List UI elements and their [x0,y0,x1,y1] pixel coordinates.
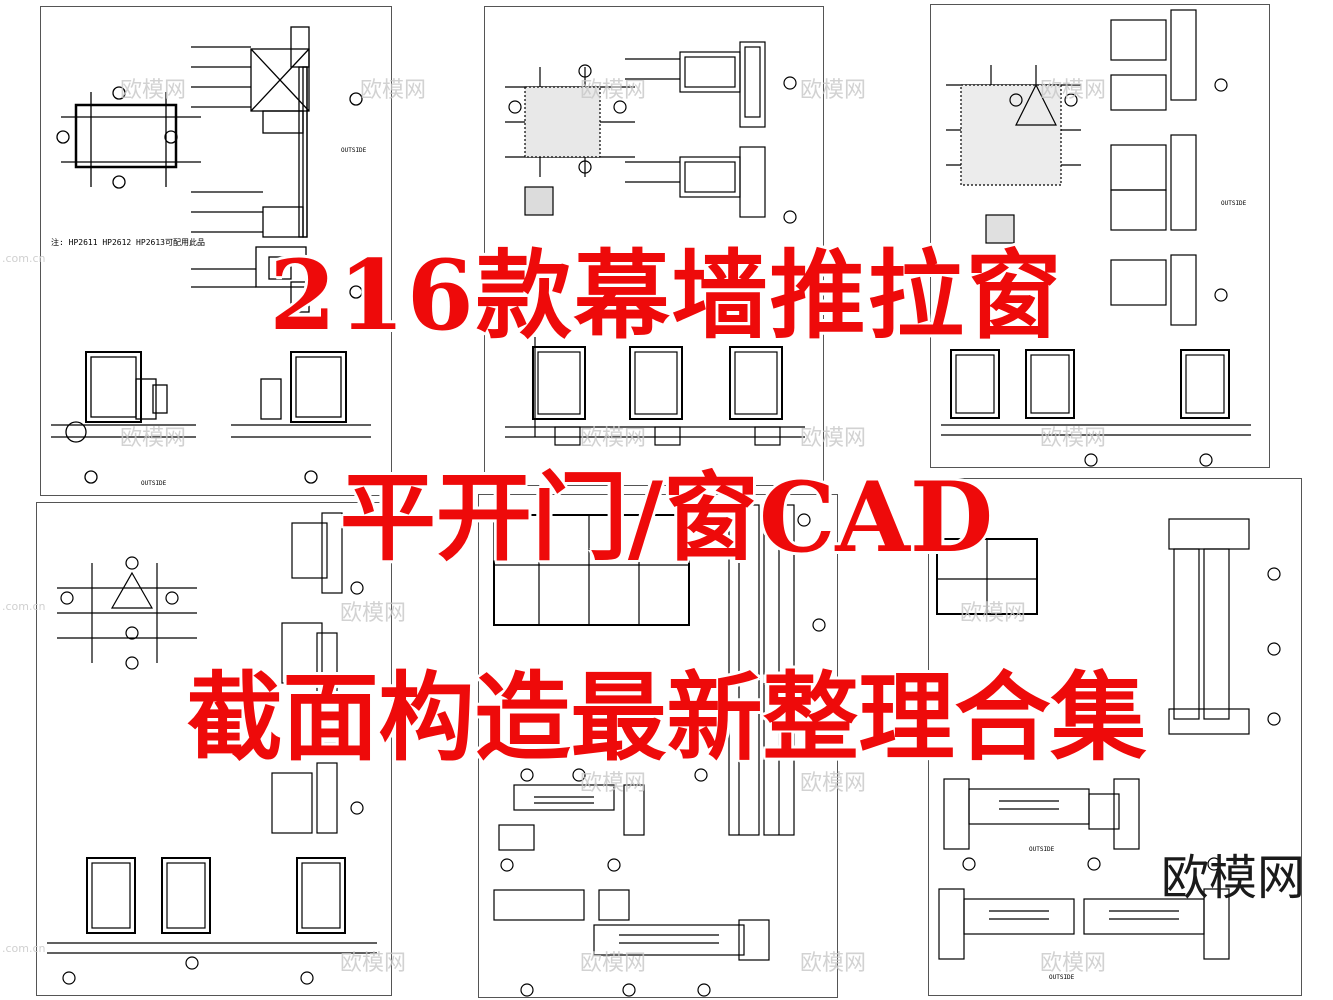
cad-sheet-3: OUTSIDE [930,4,1270,468]
outside-label: OUTSIDE [1221,200,1247,207]
cad-drawing-5 [493,504,826,997]
watermark: 欧模网 [580,951,647,976]
title-line-3: 截面构造最新整理合集 [186,661,1147,774]
outside-label: OUTSIDE [141,480,167,487]
watermark: 欧模网 [960,601,1027,626]
watermark: 欧模网 [1040,78,1107,103]
watermark: 欧模网 [800,78,867,103]
watermark-small: .com.cn [2,942,46,955]
watermark: 欧模网 [800,951,867,976]
title-line-1: 216款幕墙推拉窗 [269,239,1064,352]
cad-sheet-1: 注: HP2611 HP2612 HP2613可配用此品 OUTSIDE OUT… [40,6,392,496]
watermark: 欧模网 [340,951,407,976]
watermark: 欧模网 [800,426,867,451]
outside-label: OUTSIDE [1049,974,1075,981]
cad-drawing-3: OUTSIDE [941,9,1251,467]
cad-sheet-6: OUTSIDE OUTSIDE [928,478,1302,996]
brand-logo-text: 欧模网 [1160,850,1305,906]
watermark: 欧模网 [340,601,407,626]
watermark-small: .com.cn [2,252,46,265]
outside-label: OUTSIDE [341,147,367,154]
watermark: 欧模网 [120,78,187,103]
watermark: 欧模网 [580,78,647,103]
outside-label: OUTSIDE [1029,846,1055,853]
watermark: 欧模网 [800,771,867,796]
watermark: 欧模网 [580,771,647,796]
cad-drawing-6: OUTSIDE OUTSIDE [936,518,1281,981]
watermark: 欧模网 [1040,951,1107,976]
cad-sheet-4 [36,502,392,996]
cad-drawing-4 [47,512,377,985]
watermark: 欧模网 [1040,426,1107,451]
cad-drawing-2 [505,41,805,446]
note-text: 注: HP2611 HP2612 HP2613可配用此品 [51,237,205,247]
watermark: 欧模网 [360,78,427,103]
watermark: 欧模网 [580,426,647,451]
cad-sheet-2 [484,6,824,486]
title-line-2: 平开门/窗CAD [339,461,994,574]
cad-sheet-5 [478,494,838,998]
watermark-small: .com.cn [2,600,46,613]
cad-drawing-1: 注: HP2611 HP2612 HP2613可配用此品 OUTSIDE OUT… [51,26,371,487]
watermark: 欧模网 [120,426,187,451]
